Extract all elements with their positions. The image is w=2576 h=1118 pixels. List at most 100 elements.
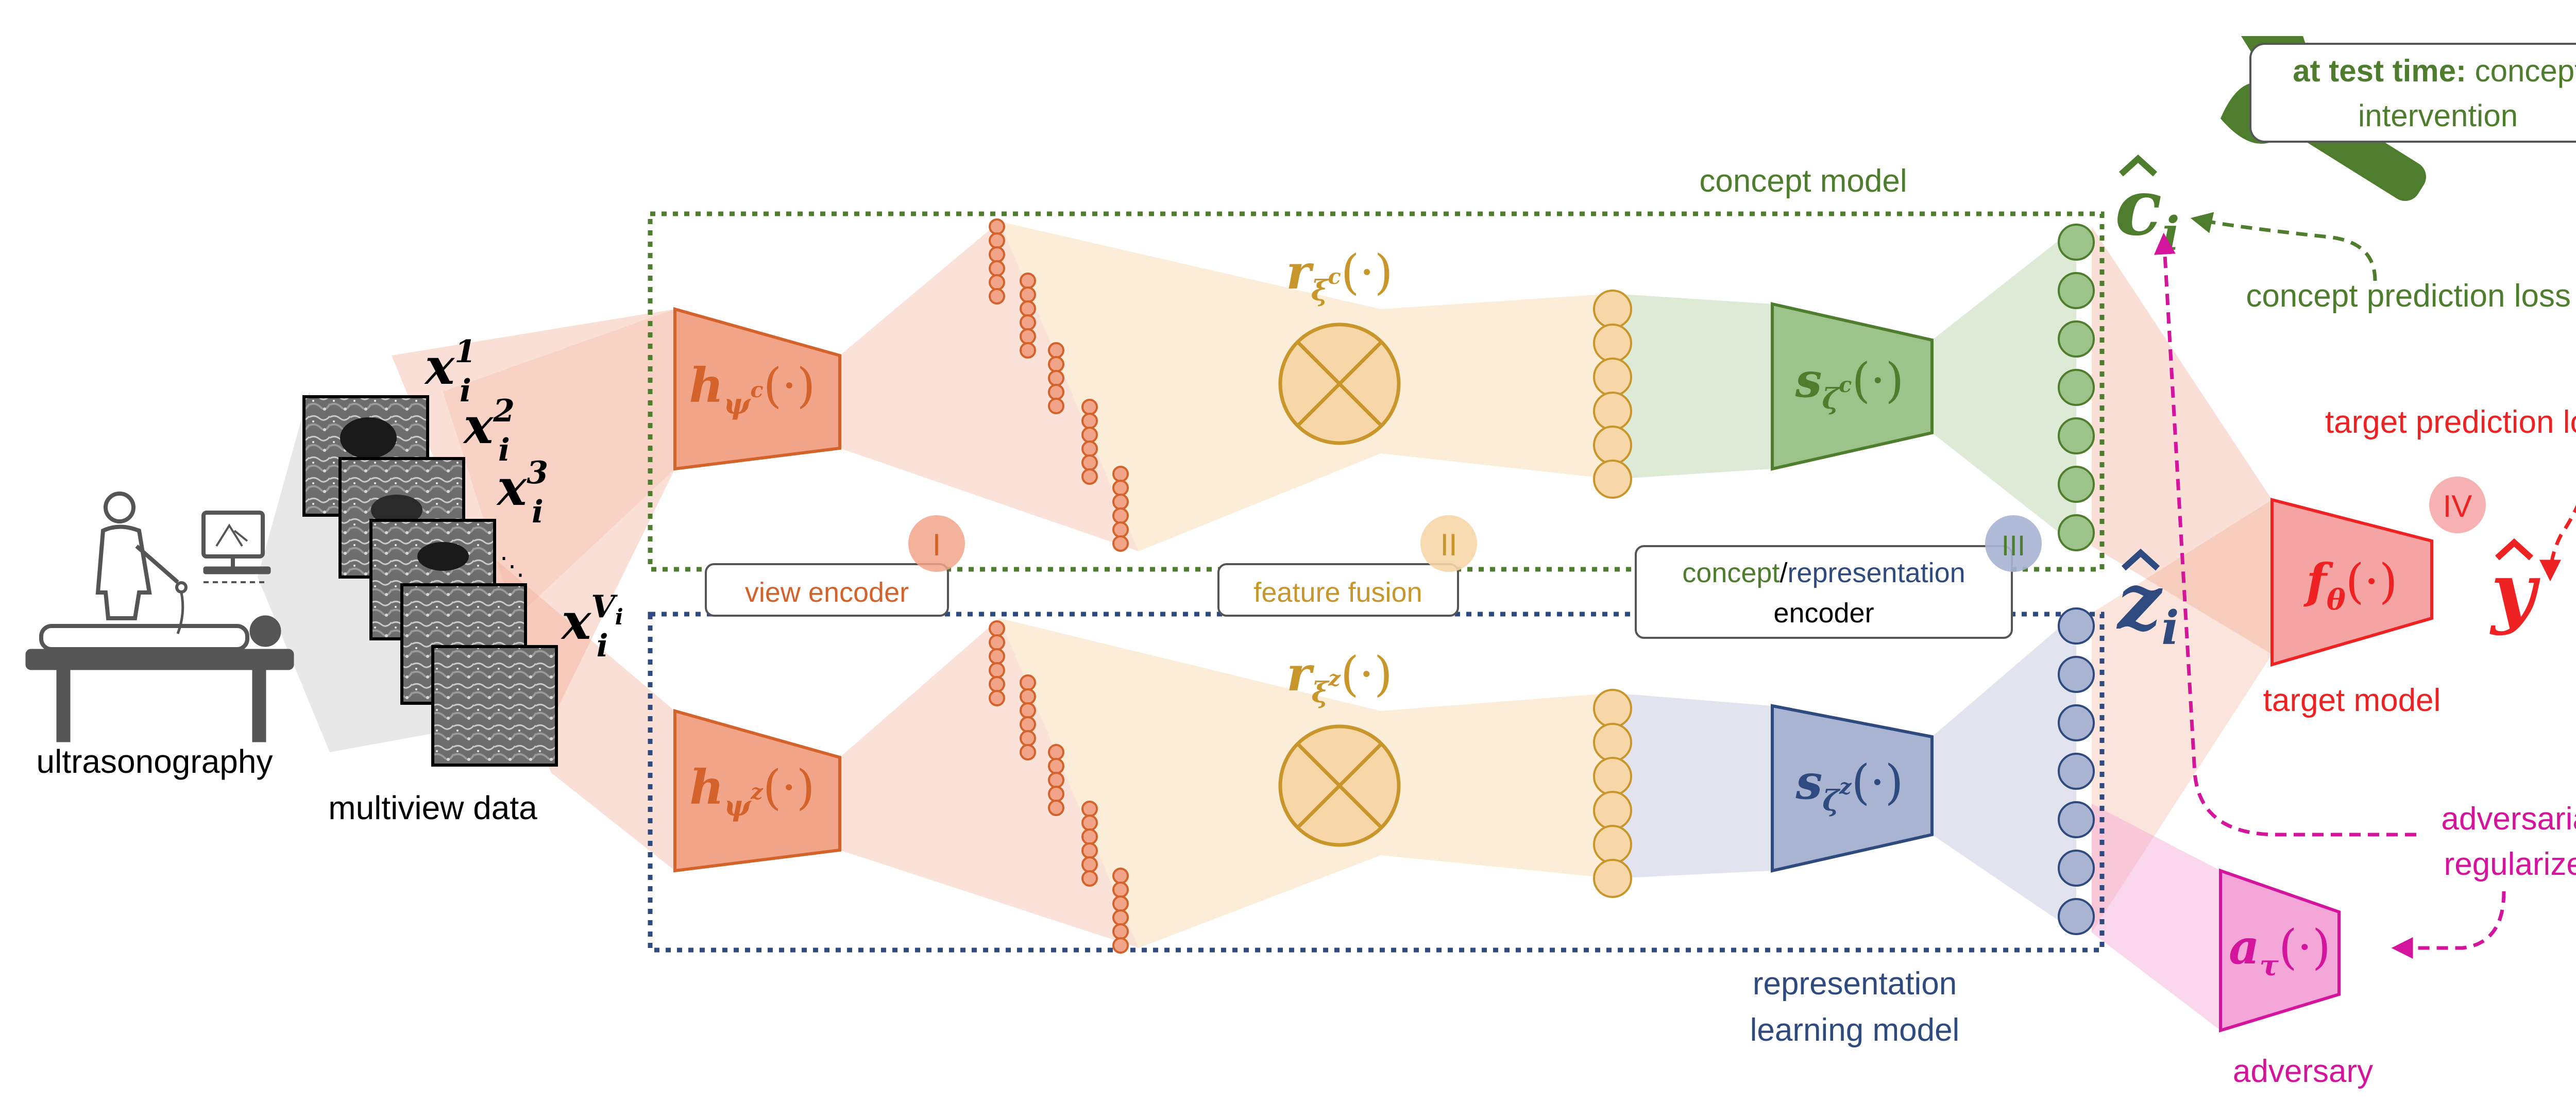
- col1b-node-4: [1020, 716, 1036, 733]
- stage-numeral-III: III: [2002, 529, 2026, 562]
- col1e-node-4: [1112, 909, 1129, 926]
- fused-representation-node-2: [1593, 723, 1632, 762]
- adversarial-label-line1: adversarial: [2441, 801, 2576, 837]
- view-encoder-tag: view encoder I: [705, 515, 965, 617]
- col0b-node-6: [1020, 342, 1036, 359]
- representation-encoder: [1771, 704, 1934, 873]
- col0a-node-2: [989, 232, 1005, 249]
- multiview-image-stack: ⋱: [302, 395, 558, 767]
- col0d-node-3: [1081, 427, 1098, 443]
- encoder-label-separator: /: [1780, 557, 1787, 588]
- col1e-node-2: [1112, 882, 1129, 898]
- view-encoder-representation: [673, 709, 841, 873]
- r-c-label: rξc(·): [1286, 244, 1393, 308]
- concept-loss-arrow: [2190, 212, 2377, 281]
- fused-representation-node-1: [1593, 689, 1632, 728]
- c-hat-hat: [2119, 154, 2158, 177]
- s-zeta-z-function: sζz(·): [1795, 754, 1903, 818]
- col1c-node-5: [1048, 800, 1064, 816]
- col0e-node-1: [1112, 466, 1129, 482]
- col0d-node-2: [1081, 413, 1098, 429]
- concept-model-label: concept model: [1699, 163, 1907, 199]
- view-encoder-label: view encoder: [745, 577, 909, 608]
- col1a-node-3: [989, 648, 1005, 665]
- h-c-label: hψc(·): [689, 358, 815, 421]
- concept-output-node-4: [2058, 369, 2095, 406]
- feature-fusion-tag: feature fusion II: [1217, 515, 1477, 617]
- adversary-model: [2219, 868, 2341, 1033]
- multiview-label: multiview data: [328, 789, 537, 826]
- f-theta-function: fθ(·): [2303, 553, 2397, 617]
- col1a-node-2: [989, 634, 1005, 651]
- s-c-label: sζc(·): [1795, 352, 1904, 416]
- concept-model-box: [648, 211, 2105, 572]
- fused-concept-node-5: [1593, 426, 1632, 465]
- z-hat: zi: [2116, 556, 2179, 655]
- h-z-label: hψz(·): [689, 759, 815, 823]
- stage-numeral-II: II: [1440, 528, 1457, 562]
- feature-fusion-label: feature fusion: [1253, 577, 1422, 608]
- col0c-node-1: [1048, 342, 1064, 359]
- col0b-node-1: [1020, 273, 1036, 289]
- r-xi-z-function: rξz(·): [1286, 646, 1393, 709]
- col1e-node-1: [1112, 868, 1129, 884]
- s-zeta-c-function: sζc(·): [1795, 352, 1904, 416]
- col1a-node-4: [989, 662, 1005, 679]
- col1c-node-3: [1048, 772, 1064, 788]
- col0b-node-5: [1020, 328, 1036, 345]
- view-encoder-concept: [673, 307, 841, 471]
- col0a-node-6: [989, 288, 1005, 304]
- col1a-node-1: [989, 620, 1005, 637]
- fused-embedding-columns: [1593, 290, 1632, 898]
- svg-text:at test time: concept: at test time: concept: [2293, 54, 2576, 88]
- col0d-node-5: [1081, 454, 1098, 471]
- svg-text:⋱: ⋱: [500, 553, 524, 580]
- target-prediction-symbol: y: [2489, 538, 2540, 637]
- encoder-label-concept: concept: [1682, 557, 1780, 588]
- concept-loss-label: concept prediction loss: [2246, 278, 2571, 314]
- z-hat-hat: [2121, 548, 2160, 571]
- col0a-node-3: [989, 246, 1005, 263]
- col0d-node-6: [1081, 468, 1098, 485]
- col0d-node-4: [1081, 441, 1098, 457]
- h-psi-c-function: hψc(·): [689, 358, 815, 421]
- fused-concept-node-2: [1593, 324, 1632, 363]
- y-hat: y: [2489, 546, 2540, 637]
- col1b-node-3: [1020, 702, 1036, 719]
- test-time-label-rest: concept: [2466, 54, 2576, 88]
- target-model-label: target model: [2263, 683, 2441, 718]
- f-label: fθ(·): [2303, 553, 2397, 617]
- fused-concept-node-1: [1593, 290, 1632, 329]
- fusion-operator-representation: [1278, 724, 1401, 847]
- fused-concept-node-4: [1593, 392, 1632, 431]
- a-tau-function: aτ(·): [2229, 919, 2331, 983]
- col0e-node-5: [1112, 521, 1129, 538]
- col1b-node-5: [1020, 730, 1036, 747]
- fused-representation-node-5: [1593, 825, 1632, 864]
- fused-representation-node-6: [1593, 859, 1632, 898]
- r-z-label: rξz(·): [1286, 646, 1393, 709]
- col0e-node-2: [1112, 480, 1129, 496]
- col0c-node-3: [1048, 370, 1064, 386]
- adversary-label: adversary: [2233, 1054, 2373, 1089]
- encoder-tag: concept/representation encoder III: [1635, 515, 2042, 639]
- r-xi-c-function: rξc(·): [1286, 244, 1393, 308]
- fusion-operator-concept: [1278, 323, 1401, 445]
- representation-output-node-7: [2058, 898, 2095, 935]
- col0a-node-5: [989, 274, 1005, 291]
- c-hat: ci: [2115, 162, 2180, 261]
- ultrasonography-icon: [25, 492, 294, 742]
- ultrasound-view-5: [431, 645, 558, 767]
- representation-output-node-6: [2058, 850, 2095, 887]
- adversarial-label-line2: regularizer: [2444, 846, 2576, 882]
- adversarial-regularizer-arrow: [2154, 232, 2416, 837]
- representation-output-node-2: [2058, 656, 2095, 693]
- col1c-node-1: [1048, 744, 1064, 760]
- concept-output-node-7: [2058, 514, 2095, 551]
- col1e-node-5: [1112, 923, 1129, 940]
